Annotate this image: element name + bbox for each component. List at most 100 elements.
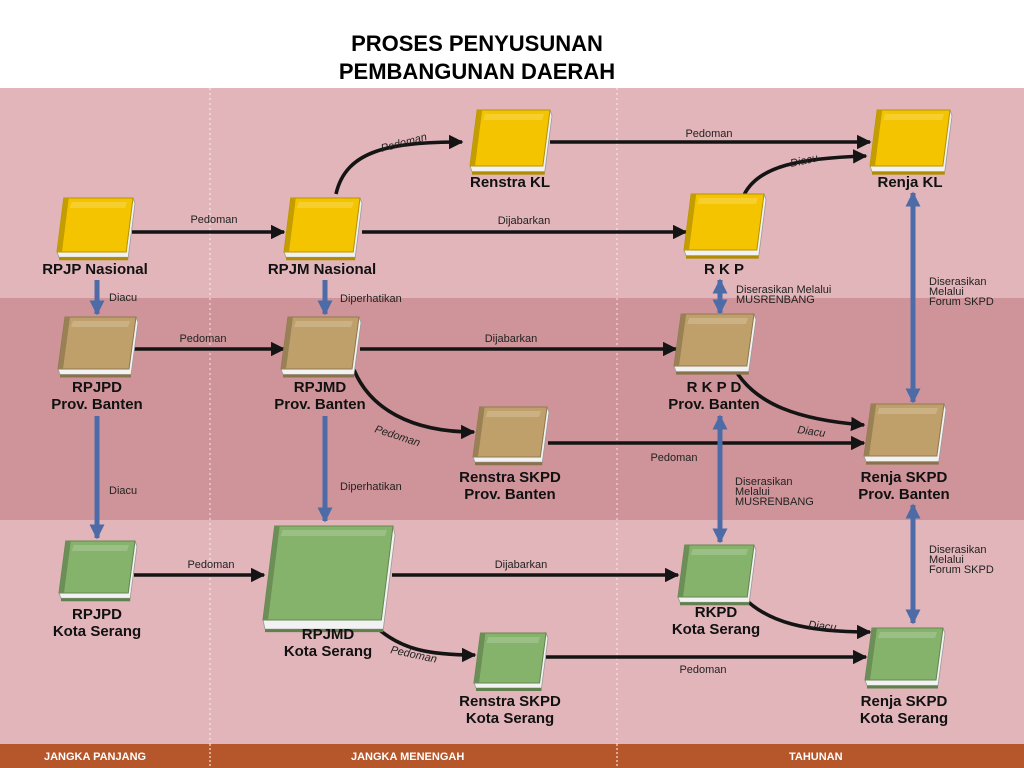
book-spine [470, 110, 483, 166]
book-label-line: RPJMD [294, 379, 347, 396]
book-spine [678, 545, 690, 597]
book-label-line: RPJPD [72, 379, 122, 396]
edge-label: Pedoman [179, 333, 226, 345]
book-back-cover [866, 461, 939, 465]
edge-label-line: Pedoman [650, 452, 697, 464]
edge-label-line: Diperhatikan [340, 481, 402, 493]
edge-rkp-to-renja-kl: Diacu [742, 149, 868, 196]
book-label-line: Prov. Banten [51, 396, 142, 413]
book-label-line: Renstra SKPD [459, 693, 561, 710]
edge-renstra-kl-to-renja-kl: Pedoman [550, 128, 872, 150]
book-cover [469, 109, 551, 167]
book-back-cover [867, 685, 938, 689]
book-back-cover [872, 171, 945, 175]
book-back-cover [476, 688, 542, 691]
book-spine [281, 317, 293, 369]
book-back-cover [283, 374, 354, 378]
edge-label: Dijabarkan [485, 333, 538, 345]
book-spine [865, 628, 877, 680]
book-spine [674, 314, 687, 366]
book-spine [59, 541, 71, 593]
book-back-cover [265, 629, 384, 633]
edge-label-line: Diacu [789, 152, 819, 170]
edge-label-line: Pedoman [179, 333, 226, 345]
book-label-line: Kota Serang [53, 623, 141, 640]
edge-label: Dijabarkan [498, 215, 551, 227]
book-label-line: Prov. Banten [274, 396, 365, 413]
edge-label-line: Forum SKPD [929, 564, 994, 576]
book-rkp: R K P [683, 193, 767, 278]
edge-rpjp-nasional-to-rpjm-nasional: Pedoman [132, 214, 286, 240]
edge-rpjm-nasional-to-rpjmd-prov: Diperhatikan [317, 280, 402, 316]
edge-label: Diacu [109, 292, 137, 304]
book-highlight [486, 637, 540, 643]
footer-label: JANGKA MENENGAH [351, 751, 464, 763]
book-label-line: Renja KL [877, 174, 942, 191]
edge-label-line: Diperhatikan [340, 293, 402, 305]
edge-label-line: Melalui [929, 286, 964, 298]
edge-label: Pedoman [650, 452, 697, 464]
book-highlight [687, 318, 748, 324]
edge-label-line: Diserasikan [929, 276, 986, 288]
edge-label: Diacu [797, 424, 827, 440]
edge-label-line: Pedoman [187, 559, 234, 571]
edge-arrow [352, 369, 476, 440]
edge-label-line: Diserasikan Melalui [736, 284, 831, 296]
book-highlight [296, 202, 354, 208]
edge-rpjm-nasional-to-rkp: Dijabarkan [362, 215, 688, 240]
edge-label-line: Diacu [109, 292, 137, 304]
edge-rpjmd-kota-to-rkpd-kota: Dijabarkan [392, 559, 680, 583]
book-spine [58, 317, 70, 369]
title-line-1: PROSES PENYUSUNAN [351, 31, 603, 56]
edge-rpjmd-prov-to-rkpd-prov: Dijabarkan [360, 333, 678, 357]
edge-label-line: Forum SKPD [929, 296, 994, 308]
book-cover [473, 632, 547, 684]
edge-label-line: Dijabarkan [485, 333, 538, 345]
book-label-line: Prov. Banten [464, 486, 555, 503]
book-renja-kl: Renja KL [869, 109, 953, 191]
book-label-line: Renja SKPD [861, 469, 948, 486]
book-label-line: RPJP Nasional [42, 261, 148, 278]
book-highlight [877, 408, 938, 414]
book-label-line: RPJMD [302, 626, 355, 643]
edge-label: Pedoman [679, 664, 726, 676]
book-back-cover [686, 255, 759, 259]
book-back-cover [60, 374, 131, 378]
edge-label: Dijabarkan [495, 559, 548, 571]
edge-label-line: Dijabarkan [498, 215, 551, 227]
title-line-2: PEMBANGUNAN DAERAH [338, 59, 616, 84]
book-label-line: R K P [704, 261, 744, 278]
edge-renstra-skpd-kota-to-renja-skpd-kota: Pedoman [546, 649, 868, 676]
edge-arrow [742, 149, 868, 196]
book-back-cover [59, 257, 129, 261]
book-back-cover [475, 462, 543, 466]
edge-label: Diacu [808, 619, 837, 634]
book-label-line: RPJM Nasional [268, 261, 376, 278]
edge-label-line: Diacu [797, 424, 827, 440]
book-label-line: Kota Serang [860, 710, 948, 727]
book-label: Renja KL [877, 174, 942, 191]
edge-rpjpd-prov-to-rpjpd-kota: Diacu [89, 416, 137, 540]
book-cover [864, 627, 944, 681]
book-cover [262, 525, 394, 621]
edge-label-line: Pedoman [190, 214, 237, 226]
footer-label: TAHUNAN [789, 751, 843, 763]
book-label: RPJP Nasional [42, 261, 148, 278]
edge-label-line: Diserasikan [929, 544, 986, 556]
book-highlight [69, 202, 127, 208]
